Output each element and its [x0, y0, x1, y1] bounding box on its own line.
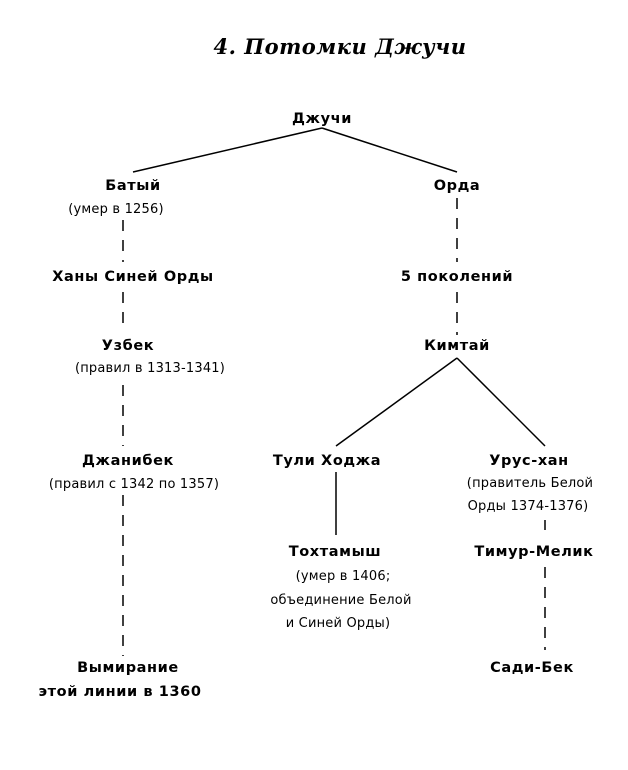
- node-timur-melik: Тимур-Мелик: [474, 544, 594, 560]
- node-tokhtamysh: Тохтамыш: [288, 544, 382, 560]
- edge-kimtai-urus: [456, 357, 546, 447]
- node-janibek-note: (правил с 1342 по 1357): [48, 477, 220, 492]
- node-urus-note-2: Орды 1374-1376): [467, 499, 589, 514]
- edge-kimtai-tuli: [335, 357, 458, 447]
- diagram-title: 4. Потомки Джучи: [213, 34, 467, 59]
- node-orda: Орда: [433, 178, 481, 194]
- node-tokhtamysh-note-1: (умер в 1406;: [295, 569, 391, 584]
- node-extinction-1: Вымирание: [77, 660, 179, 676]
- edge-jochi-batu: [132, 127, 323, 173]
- node-batu-note: (умер в 1256): [68, 202, 164, 217]
- node-five-generations: 5 поколений: [400, 269, 514, 285]
- node-urus-khan: Урус-хан: [489, 453, 569, 469]
- node-batu: Батый: [105, 178, 161, 194]
- node-tokhtamysh-note-3: и Синей Орды): [285, 616, 391, 631]
- edge-jochi-orda: [321, 127, 458, 173]
- node-sadi-bek: Сади-Бек: [490, 660, 574, 676]
- node-extinction-2: этой линии в 1360: [38, 684, 202, 700]
- node-blue-horde-khans: Ханы Синей Орды: [52, 269, 214, 285]
- node-janibek: Джанибек: [82, 453, 174, 469]
- node-urus-note-1: (правитель Белой: [466, 476, 594, 491]
- node-kimtai: Кимтай: [424, 338, 490, 354]
- node-tokhtamysh-note-2: объединение Белой: [270, 593, 412, 608]
- node-jochi: Джучи: [292, 111, 352, 127]
- node-tuli-khoja: Тули Ходжа: [272, 453, 382, 469]
- node-uzbek: Узбек: [101, 338, 155, 354]
- node-uzbek-note: (правил в 1313-1341): [74, 361, 226, 376]
